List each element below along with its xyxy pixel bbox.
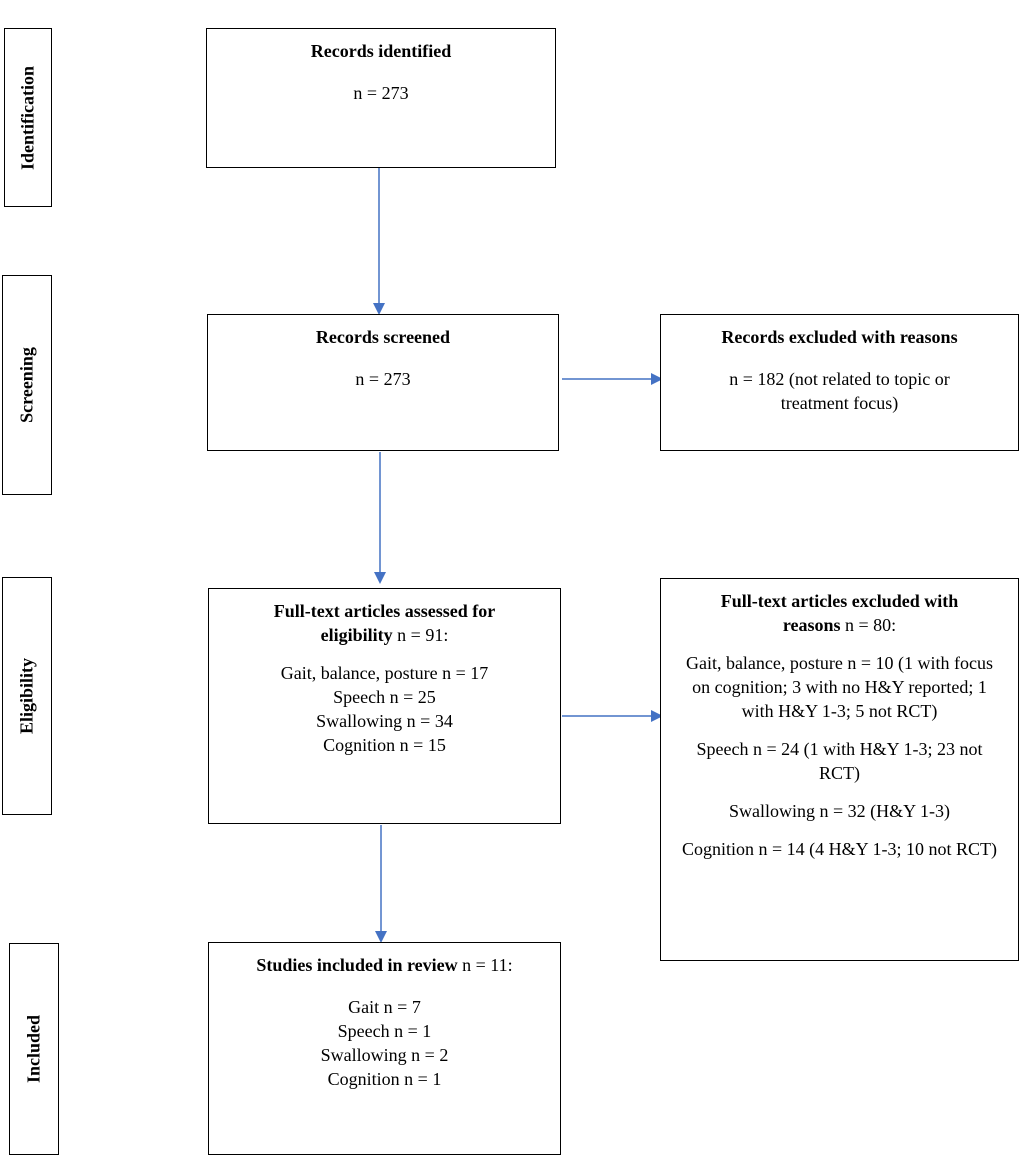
stage-label-included: Included: [9, 943, 59, 1155]
studies-included-title-bold: Studies included in review: [256, 955, 458, 975]
stage-label-screening: Screening: [2, 275, 52, 495]
fulltext-assessed-item: Cognition n = 15: [323, 735, 446, 755]
fulltext-excluded-title-bold: reasons: [782, 615, 841, 635]
records-screened-box: Records screened n = 273: [207, 314, 559, 451]
fulltext-assessed-item: Speech n = 25: [333, 687, 436, 707]
fulltext-assessed-title-line1: Full-text articles assessed for: [273, 601, 496, 621]
fulltext-excluded-item: Speech n = 24 (1 with H&Y 1-3; 23 not RC…: [696, 739, 983, 783]
fulltext-excluded-title-line1: Full-text articles excluded with: [720, 591, 959, 611]
studies-included-item: Speech n = 1: [337, 1021, 432, 1041]
fulltext-assessed-title-count: n = 91:: [392, 625, 449, 645]
records-screened-count: n = 273: [355, 369, 411, 389]
records-excluded-title: Records excluded with reasons: [721, 327, 958, 347]
fulltext-assessed-title-bold: eligibility: [320, 625, 393, 645]
fulltext-excluded-item: Cognition n = 14 (4 H&Y 1-3; 10 not RCT): [682, 839, 997, 859]
fulltext-excluded-item: Swallowing n = 32 (H&Y 1-3): [729, 801, 950, 821]
fulltext-excluded-title-count: n = 80:: [840, 615, 897, 635]
records-identified-title: Records identified: [310, 41, 452, 61]
records-excluded-box: Records excluded with reasons n = 182 (n…: [660, 314, 1019, 451]
fulltext-assessed-box: Full-text articles assessed for eligibil…: [208, 588, 561, 824]
stage-label-eligibility: Eligibility: [2, 577, 52, 815]
fulltext-assessed-item: Swallowing n = 34: [316, 711, 453, 731]
fulltext-excluded-item: Gait, balance, posture n = 10 (1 with fo…: [685, 653, 994, 721]
records-screened-title: Records screened: [315, 327, 451, 347]
records-identified-count: n = 273: [353, 83, 409, 103]
records-excluded-text: n = 182 (not related to topic or treatme…: [729, 369, 950, 413]
fulltext-excluded-box: Full-text articles excluded with reasons…: [660, 578, 1019, 961]
studies-included-title-count: n = 11:: [457, 955, 513, 975]
studies-included-item: Swallowing n = 2: [320, 1045, 449, 1065]
stage-label-identification: Identification: [4, 28, 52, 207]
fulltext-assessed-item: Gait, balance, posture n = 17: [280, 663, 489, 683]
records-identified-box: Records identified n = 273: [206, 28, 556, 168]
studies-included-box: Studies included in review n = 11: Gait …: [208, 942, 561, 1155]
studies-included-item: Gait n = 7: [348, 997, 421, 1017]
studies-included-item: Cognition n = 1: [327, 1069, 442, 1089]
